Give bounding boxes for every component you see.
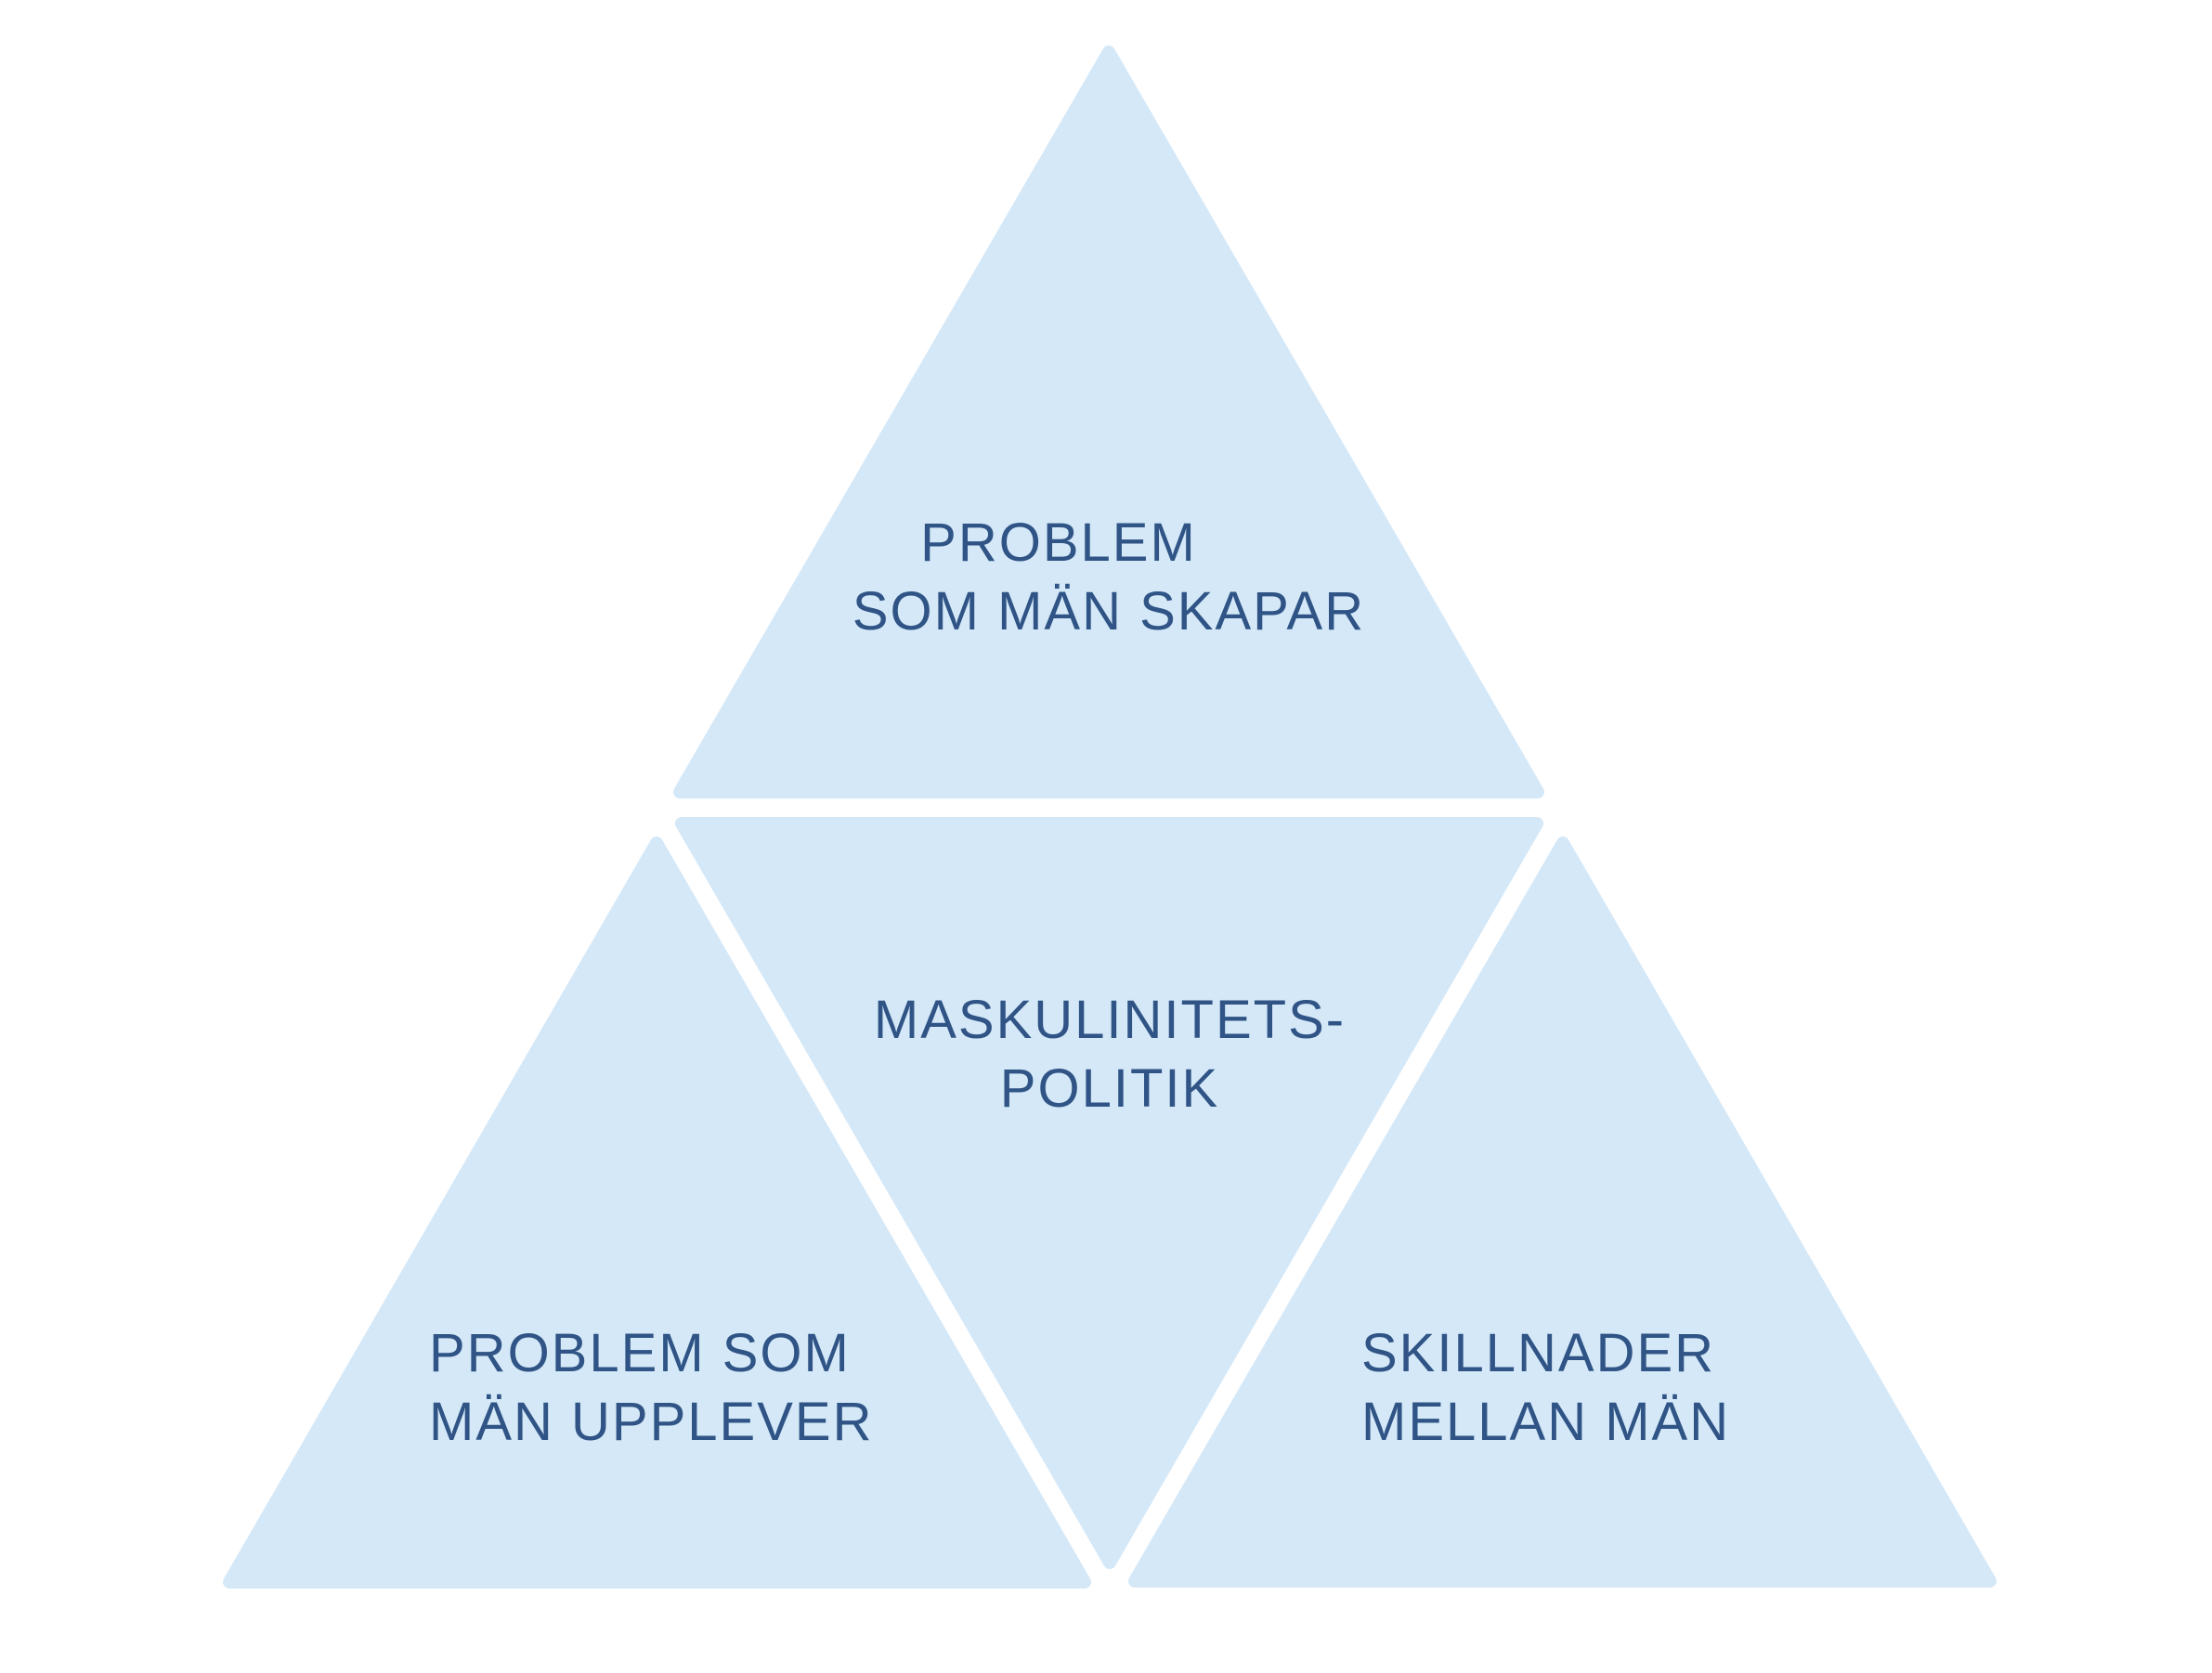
triangle-top	[673, 45, 1544, 798]
triangle-bottom-left-label-line2: MÄN UPPLEVER	[429, 1392, 873, 1452]
triangle-bottom-left	[223, 836, 1091, 1589]
triangle-top-label-line1: PROBLEM	[920, 512, 1197, 573]
triangle-center	[675, 817, 1543, 1569]
triangle-center-group: MASKULINITETS- POLITIK	[675, 817, 1543, 1569]
triangle-bottom-right-group: SKILLNADER MELLAN MÄN	[1128, 836, 1997, 1588]
triangle-bottom-right	[1128, 836, 1997, 1588]
triangle-bottom-right-label-line2: MELLAN MÄN	[1361, 1392, 1730, 1452]
triangle-top-label-line2: SOM MÄN SKAPAR	[852, 581, 1365, 642]
triangle-bottom-left-group: PROBLEM SOM MÄN UPPLEVER	[223, 836, 1091, 1589]
triangle-bottom-left-label-line1: PROBLEM SOM	[429, 1323, 851, 1383]
triangle-center-label-line2: POLITIK	[1000, 1058, 1219, 1119]
triangle-bottom-right-label-line1: SKILLNADER	[1361, 1323, 1715, 1383]
triangle-center-label-line1: MASKULINITETS-	[874, 990, 1346, 1050]
triangle-top-group: PROBLEM SOM MÄN SKAPAR	[673, 45, 1544, 798]
